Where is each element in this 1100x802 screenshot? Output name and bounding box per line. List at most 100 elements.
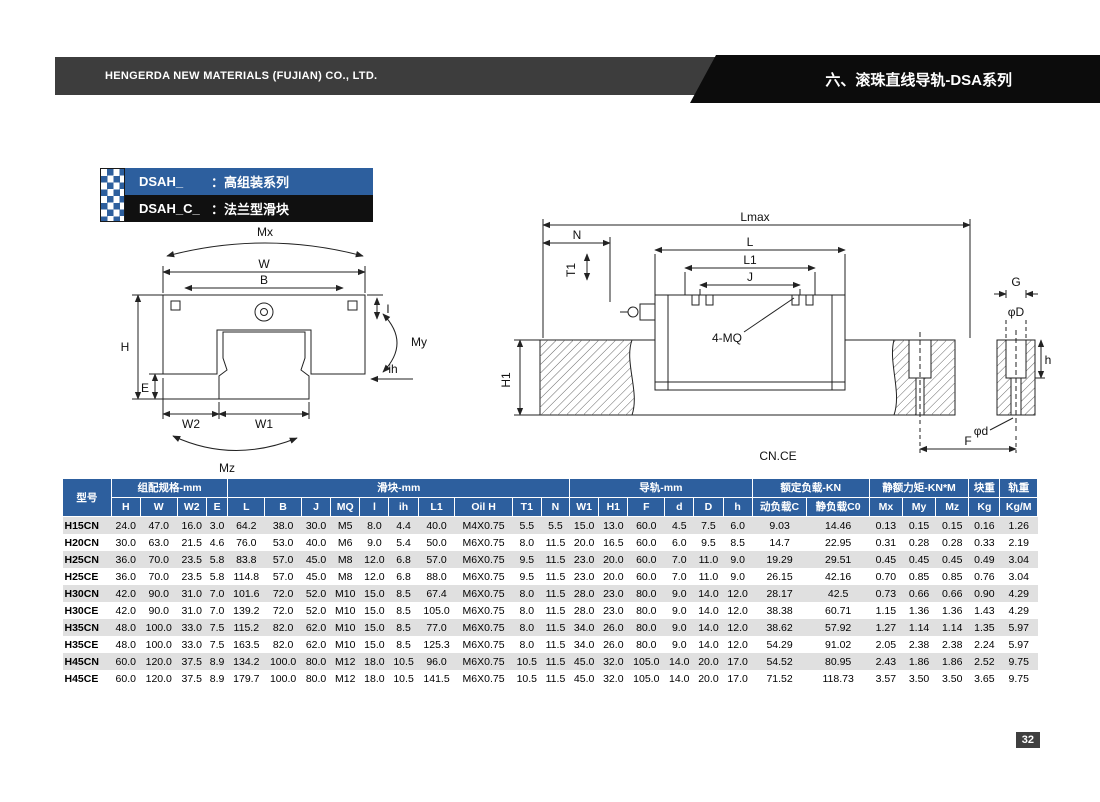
col-header: L1 <box>417 497 456 518</box>
data-cell: 0.28 <box>941 536 963 549</box>
col-header: H1 <box>598 497 629 518</box>
data-cell: 20.0 <box>603 553 624 566</box>
data-cell: 120.0 <box>145 655 172 668</box>
data-cell: 5.8 <box>209 570 225 583</box>
data-cell: 42.5 <box>827 587 849 600</box>
data-cell: 70.0 <box>148 570 169 583</box>
data-cell: 105.0 <box>633 672 660 685</box>
series-code: DSAH_ <box>139 174 184 189</box>
group-header: 导轨-mm <box>569 477 753 499</box>
col-header: E <box>205 497 229 518</box>
data-cell: 63.0 <box>148 536 169 549</box>
data-cell: 8.5 <box>396 621 411 634</box>
data-cell: 17.0 <box>727 672 748 685</box>
data-cell: 8.0 <box>367 519 382 532</box>
data-cell: 0.15 <box>941 519 963 532</box>
data-cell: 2.38 <box>941 638 963 651</box>
data-cell: 60.0 <box>115 655 136 668</box>
data-cell: 0.33 <box>974 536 995 549</box>
data-cell: 8.5 <box>396 638 411 651</box>
data-cell: 90.0 <box>148 587 169 600</box>
data-cell: 28.17 <box>766 587 793 600</box>
data-cell: 11.5 <box>545 570 566 583</box>
col-header: T1 <box>511 497 542 518</box>
data-cell: 57.92 <box>824 621 852 634</box>
data-cell: 12.0 <box>727 604 748 617</box>
data-cell: 20.0 <box>698 672 719 685</box>
view-label-cnce: CN.CE <box>759 449 796 463</box>
data-cell: 12.0 <box>727 638 748 651</box>
data-cell: 80.0 <box>636 638 657 651</box>
data-cell: 1.35 <box>974 621 995 634</box>
data-cell: 14.7 <box>769 536 790 549</box>
data-cell: M6X0.75 <box>462 655 505 668</box>
data-cell: 3.0 <box>209 519 225 532</box>
model-cell: H15CN <box>64 519 99 532</box>
data-cell: 8.0 <box>519 587 535 600</box>
dim-label-mz: Mz <box>219 461 235 475</box>
data-cell: 10.5 <box>516 655 537 668</box>
data-cell: 9.0 <box>671 587 687 600</box>
col-header: ih <box>388 497 419 518</box>
data-cell: 0.85 <box>908 570 930 583</box>
data-cell: 67.4 <box>426 587 447 600</box>
data-cell: 80.0 <box>305 655 327 668</box>
data-cell: 2.52 <box>974 655 995 668</box>
data-cell: M8 <box>337 553 353 566</box>
data-cell: 37.5 <box>181 672 202 685</box>
data-cell: 6.0 <box>671 536 687 549</box>
data-cell: 16.5 <box>603 536 624 549</box>
data-cell: 33.0 <box>181 638 202 651</box>
data-cell: 3.50 <box>941 672 963 685</box>
model-cell: H30CE <box>64 604 99 617</box>
data-cell: 11.5 <box>545 672 566 685</box>
data-cell: 42.16 <box>824 570 852 583</box>
data-cell: 9.0 <box>730 570 745 583</box>
data-cell: M8 <box>337 570 353 583</box>
data-cell: M12 <box>335 655 356 668</box>
data-cell: 9.5 <box>519 553 535 566</box>
data-cell: 57.0 <box>272 570 294 583</box>
data-cell: 16.0 <box>181 519 202 532</box>
data-cell: 12.0 <box>727 621 748 634</box>
dim-label-n: N <box>573 228 582 242</box>
col-header: L <box>227 497 266 518</box>
col-header: W <box>139 497 178 518</box>
data-cell: 11.5 <box>545 587 566 600</box>
col-header: B <box>264 497 302 518</box>
col-header: W1 <box>569 497 600 518</box>
page-number: 32 <box>1015 732 1040 748</box>
data-cell: 20.0 <box>573 536 595 549</box>
data-cell: 32.0 <box>603 655 624 668</box>
data-cell: 42.0 <box>115 604 136 617</box>
data-cell: M6X0.75 <box>462 621 505 634</box>
data-cell: 45.0 <box>305 570 327 583</box>
model-cell: H25CN <box>64 553 99 566</box>
data-cell: 21.5 <box>181 536 202 549</box>
data-cell: 15.0 <box>364 587 385 600</box>
data-cell: 9.0 <box>671 621 687 634</box>
data-cell: 3.65 <box>974 672 995 685</box>
data-cell: 0.16 <box>974 519 995 532</box>
data-cell: 34.0 <box>573 638 595 651</box>
data-cell: 7.5 <box>209 638 225 651</box>
data-cell: 23.0 <box>603 587 624 600</box>
data-cell: 10.5 <box>393 655 414 668</box>
data-cell: 23.5 <box>181 570 202 583</box>
data-cell: 9.5 <box>701 536 716 549</box>
data-cell: 11.5 <box>545 638 566 651</box>
data-cell: 60.0 <box>115 672 136 685</box>
data-cell: 38.62 <box>766 621 793 634</box>
data-cell: 37.5 <box>181 655 202 668</box>
data-cell: 10.5 <box>393 672 414 685</box>
data-cell: 9.0 <box>671 638 687 651</box>
dim-label-phi-d-lower: φd <box>974 424 988 438</box>
data-cell: 14.46 <box>824 519 852 532</box>
data-cell: 52.0 <box>305 604 327 617</box>
col-header: D <box>693 497 724 518</box>
data-cell: 163.5 <box>233 638 260 651</box>
data-cell: 11.0 <box>698 553 719 566</box>
model-cell: H45CE <box>64 672 99 685</box>
